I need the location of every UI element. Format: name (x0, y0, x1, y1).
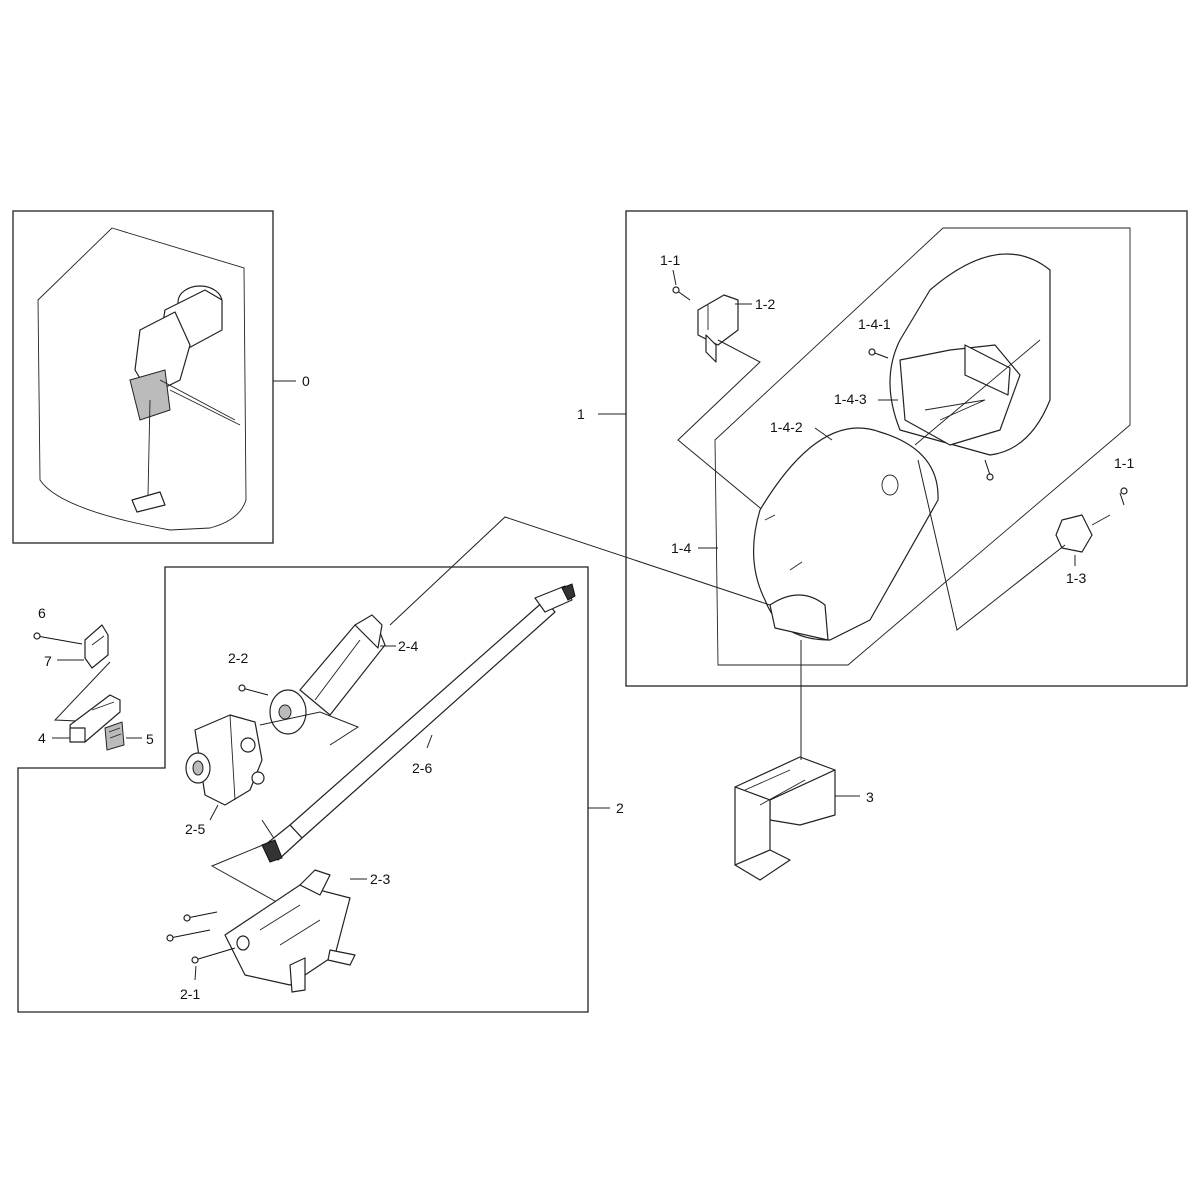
gas-pipe-2-6[interactable] (261, 583, 576, 863)
label-2-6: 2-6 (412, 760, 432, 776)
leader-2-5 (209, 804, 219, 821)
label-2-4: 2-4 (398, 638, 418, 654)
igniter-4[interactable] (69, 694, 121, 743)
assembly-1-group: 1 1-1 1-2 (577, 210, 1188, 687)
burner-bracket-1-2[interactable] (697, 294, 739, 363)
label-7: 7 (44, 653, 52, 669)
label-0: 0 (302, 373, 310, 389)
assembly-2-group: 2 2-4 2-2 2-5 (17, 566, 624, 1013)
leader-2-1 (194, 965, 197, 981)
screw-1-1-top[interactable] (672, 286, 691, 301)
flame-sensor-1-3[interactable] (1055, 514, 1111, 553)
leader-1-4-2 (814, 427, 833, 441)
connector-1-2 (677, 339, 766, 513)
burner-tube-2-4[interactable] (269, 614, 386, 735)
assembly-1-frame (625, 210, 1188, 687)
label-1-4-1: 1-4-1 (858, 316, 891, 332)
label-3: 3 (866, 789, 874, 805)
label-5: 5 (146, 731, 154, 747)
screw-6[interactable] (33, 632, 83, 645)
burner-housing-1-4-2[interactable] (753, 427, 939, 641)
screw-2-2[interactable] (238, 684, 269, 696)
assembly-0-group: 0 (12, 210, 310, 544)
support-bracket-3[interactable] (734, 756, 836, 881)
connector-2-5-to-2-3 (210, 819, 283, 906)
connector-1-3 (917, 459, 1066, 631)
label-6: 6 (38, 605, 46, 621)
gas-valve-assembly-0[interactable] (129, 285, 241, 513)
screw-1-4-1[interactable] (868, 348, 889, 359)
clip-7[interactable] (84, 624, 109, 669)
label-2-5: 2-5 (185, 821, 205, 837)
valve-bracket-2-3[interactable] (224, 869, 356, 993)
assembly-0-outline (37, 227, 247, 531)
combustion-chamber-1-4-3[interactable] (889, 253, 1051, 456)
label-1-1-top: 1-1 (660, 252, 680, 268)
label-1-4-3: 1-4-3 (834, 391, 867, 407)
label-2-2: 2-2 (228, 650, 248, 666)
label-1-4-2: 1-4-2 (770, 419, 803, 435)
label-1-4: 1-4 (671, 540, 691, 556)
connector-2-4 (389, 516, 771, 626)
label-4: 4 (38, 730, 46, 746)
screw-1-1-right[interactable] (1119, 487, 1128, 506)
label-1: 1 (577, 406, 585, 422)
leader-1-1-top (672, 269, 677, 286)
gasket-5[interactable] (104, 721, 125, 751)
assembly-1-4-outline (714, 227, 1131, 666)
label-1-2: 1-2 (755, 296, 775, 312)
label-1-3: 1-3 (1066, 570, 1086, 586)
assembly-2-frame (17, 566, 589, 1013)
label-2-3: 2-3 (370, 871, 390, 887)
small-parts-group: 6 7 4 5 (33, 605, 154, 751)
label-2-1: 2-1 (180, 986, 200, 1002)
label-2: 2 (616, 800, 624, 816)
connector-2-5 (259, 711, 360, 746)
label-1-1-right: 1-1 (1114, 455, 1134, 471)
assembly-0-frame (12, 210, 274, 544)
screw-1-4-3-bottom[interactable] (984, 459, 994, 481)
screws-2-1[interactable] (166, 911, 236, 964)
leader-2-6 (426, 734, 433, 749)
gas-valve-2-5[interactable] (185, 714, 265, 806)
